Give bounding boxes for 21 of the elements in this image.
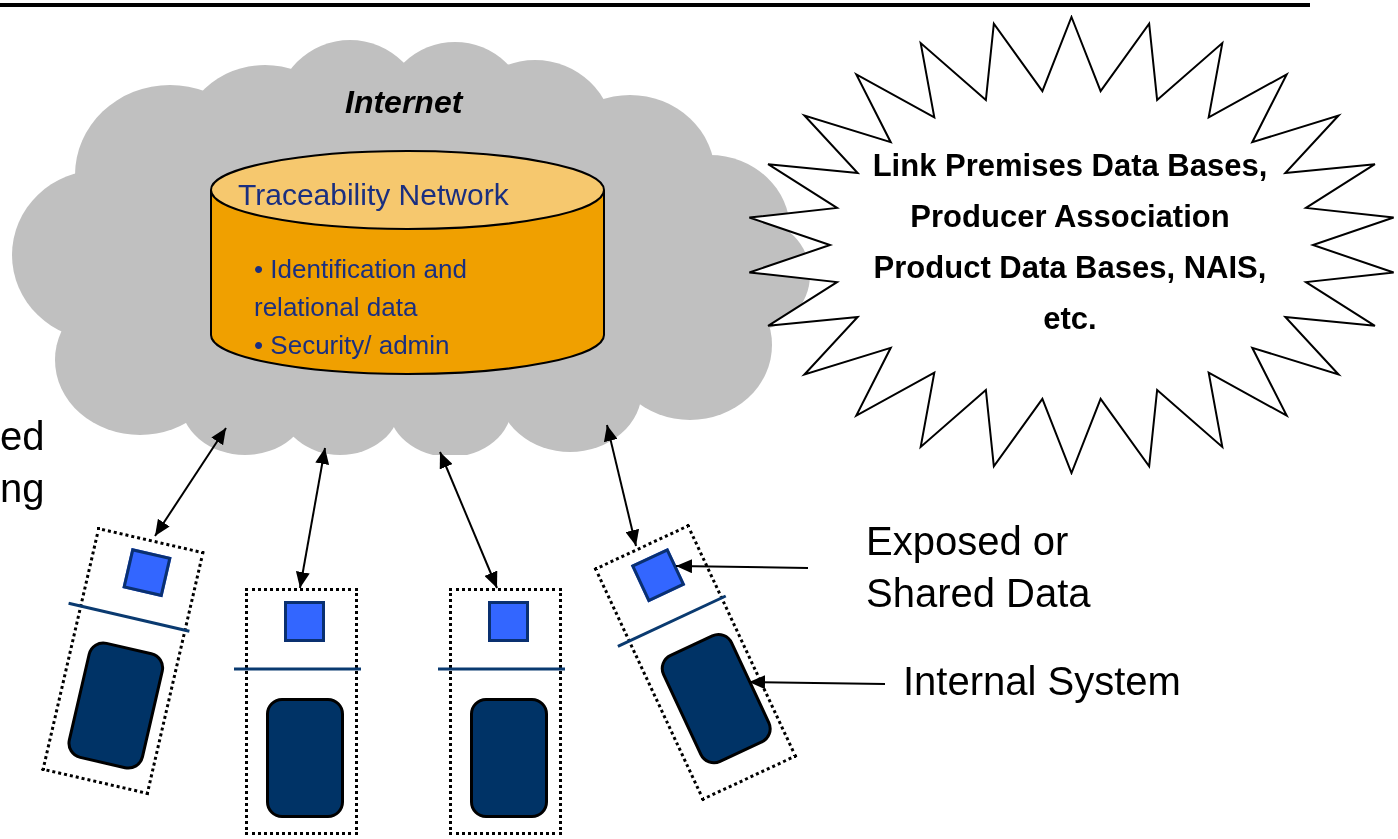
bullet-item: • Identification and relational data bbox=[254, 253, 468, 324]
system-box bbox=[41, 526, 205, 796]
double-arrow bbox=[603, 424, 640, 547]
cloud-title: Internet bbox=[345, 83, 463, 122]
bullet-item: • Security/ admin bbox=[254, 329, 451, 362]
callout-text: Link Premises Data Bases, Producer Association Product Data Bases, NAIS, etc. bbox=[872, 148, 1268, 336]
internal-system-block bbox=[469, 698, 548, 818]
partial-text: ed bbox=[0, 413, 45, 460]
leader-arrow bbox=[675, 559, 809, 574]
system-box bbox=[593, 523, 798, 802]
database-title: Traceability Network bbox=[238, 177, 509, 213]
annotation-text: Exposed or Shared Data bbox=[866, 518, 1092, 617]
leader-arrow bbox=[748, 675, 886, 690]
exposed-data-square bbox=[488, 601, 529, 642]
double-arrow bbox=[439, 451, 498, 589]
partial-text: ng bbox=[0, 465, 45, 512]
exposed-data-square bbox=[284, 601, 325, 642]
internal-system-block bbox=[265, 698, 344, 818]
double-arrow bbox=[295, 447, 330, 589]
annotation-text: Internal System bbox=[903, 658, 1182, 705]
double-arrow bbox=[154, 427, 227, 537]
